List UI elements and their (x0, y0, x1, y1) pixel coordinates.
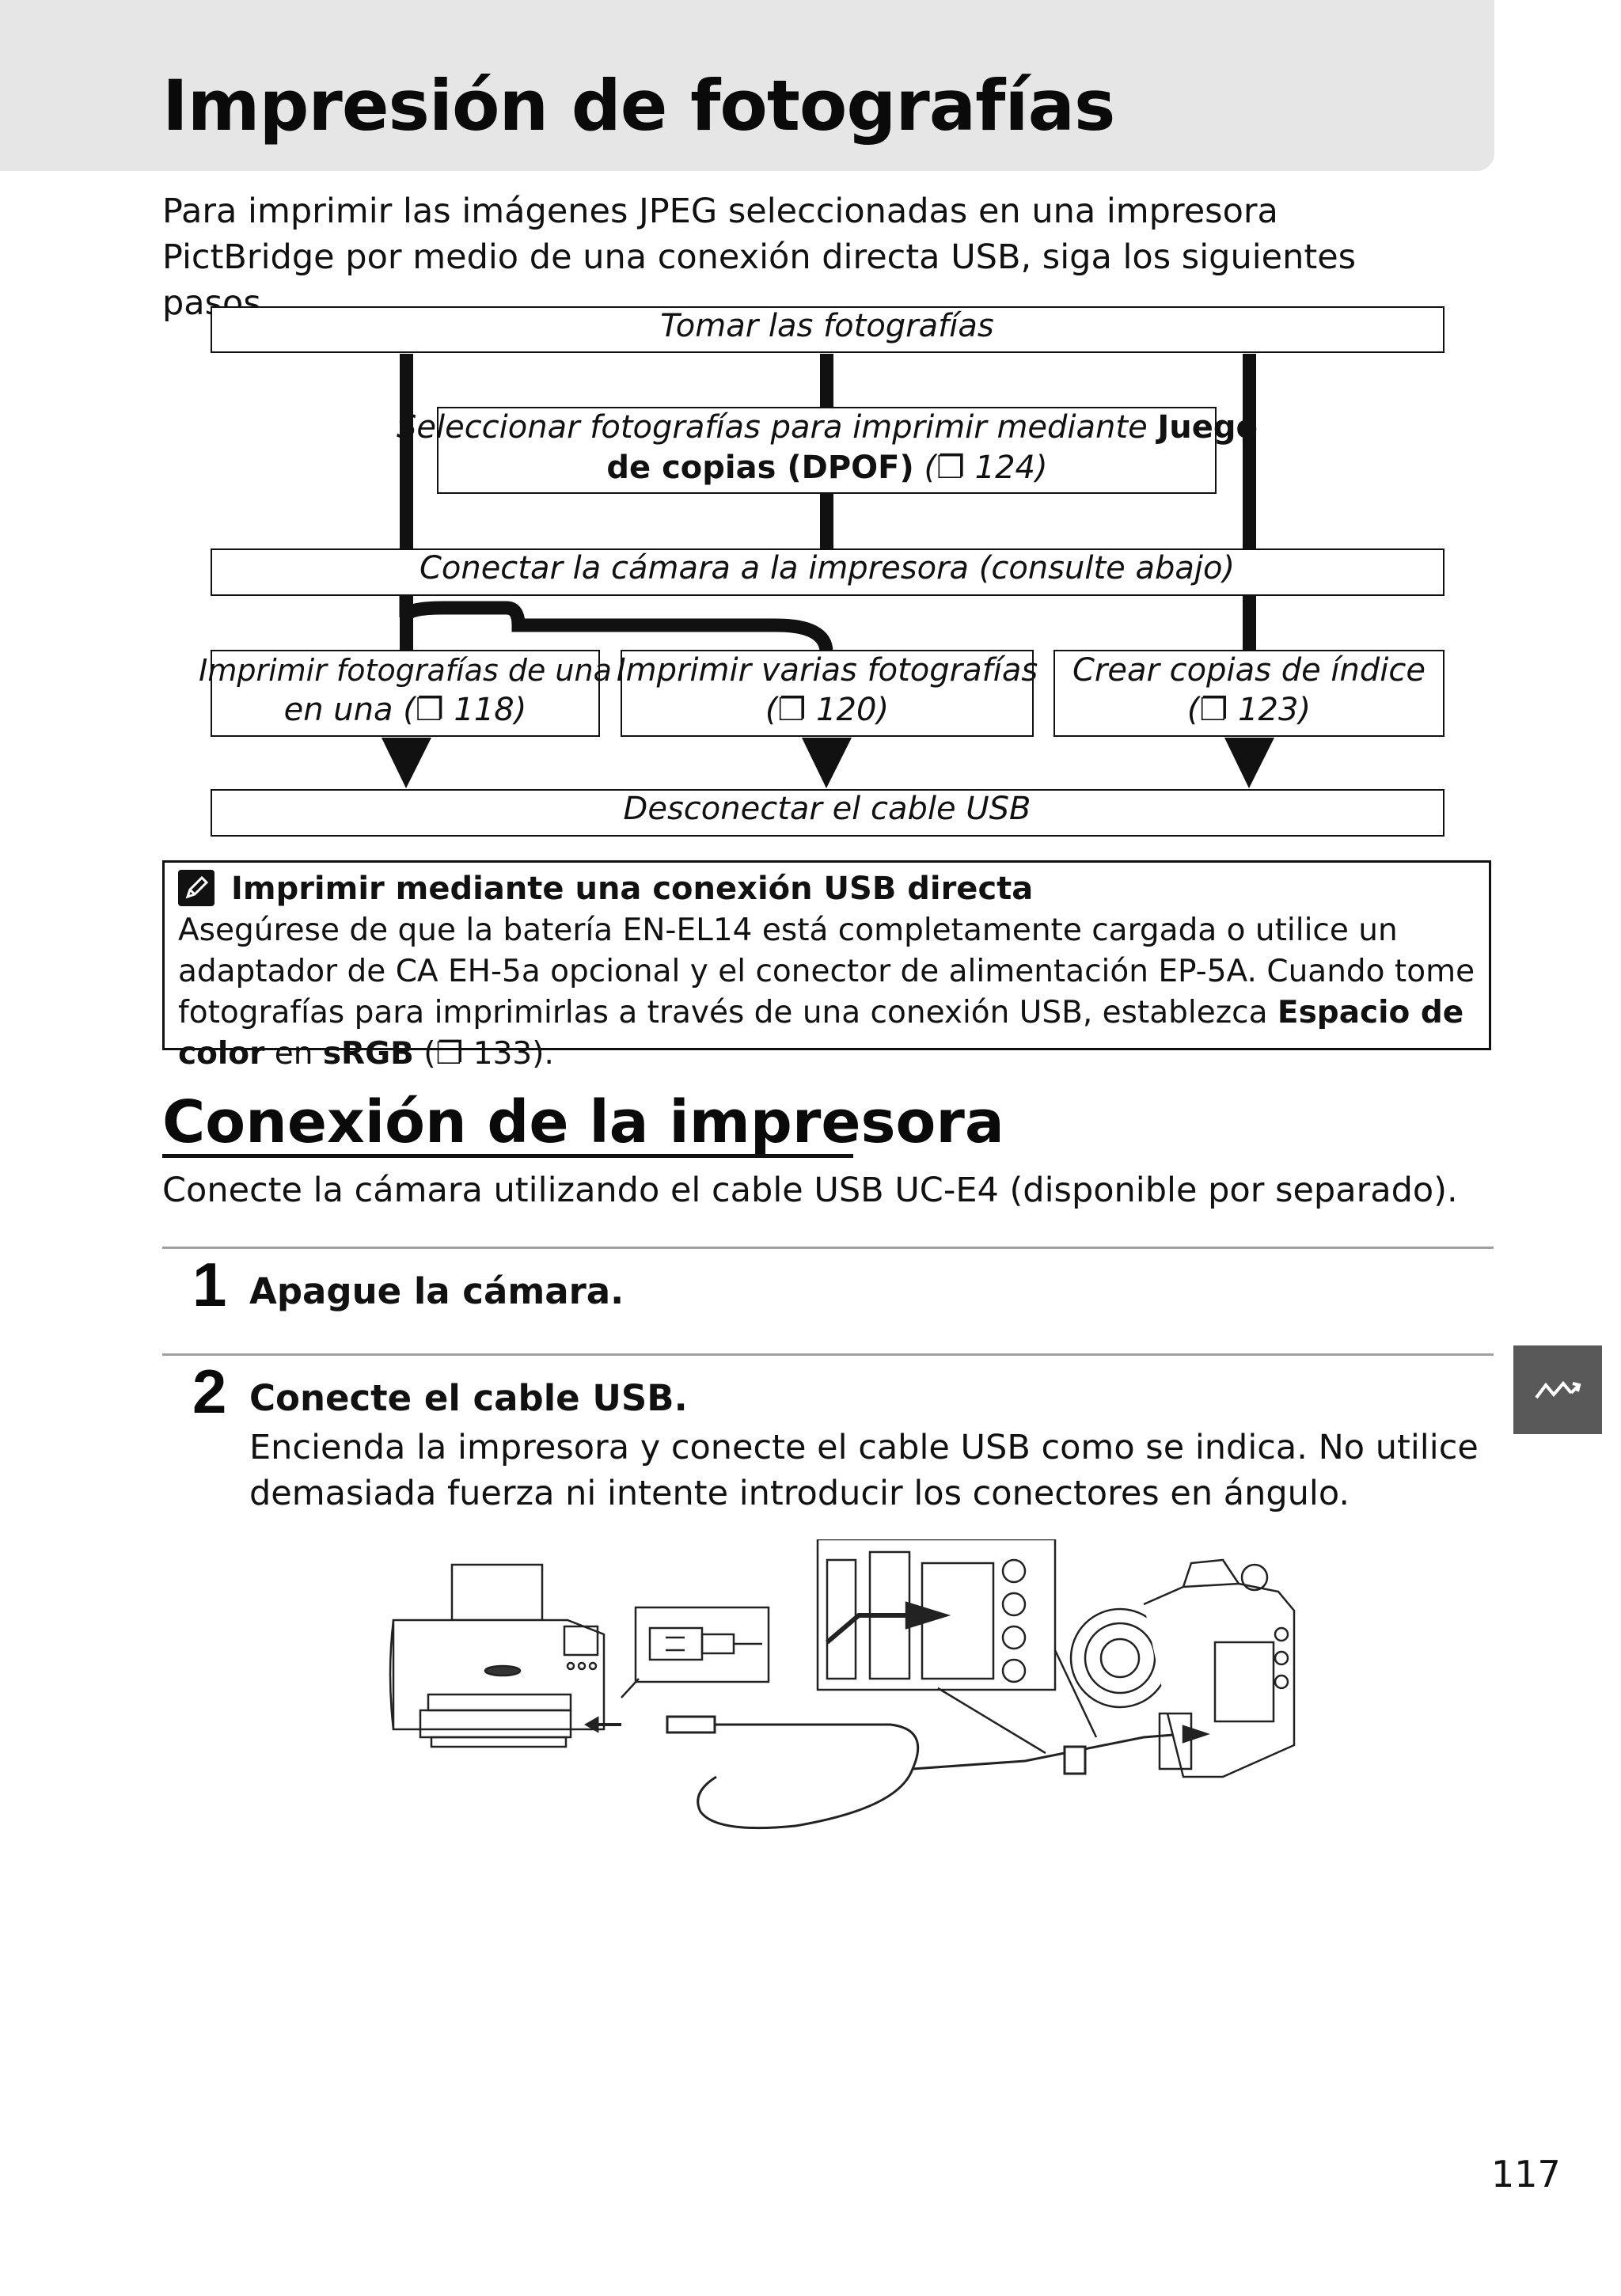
camera-image (1069, 1558, 1296, 1778)
section-intro: Conecte la cámara utilizando el cable US… (162, 1171, 1458, 1210)
label-print-one-line2: en una (❐ 118) (284, 692, 527, 728)
label-disconnect: Desconectar el cable USB (624, 791, 1031, 827)
arrow-down-right (1224, 738, 1274, 788)
label-print-multiple-line2: (❐ 120) (765, 692, 889, 728)
arrow-down-center (802, 738, 852, 788)
pencil-note-icon (178, 870, 214, 906)
flow-branch-connector (399, 595, 833, 653)
box-index-prints (1053, 650, 1444, 737)
flow-line-left-top (400, 354, 413, 549)
flow-line-right-top (1243, 354, 1256, 549)
step-divider (162, 1247, 1494, 1249)
box-print-one (211, 650, 600, 737)
note-title: Imprimir mediante una conexión USB direc… (231, 871, 1034, 907)
usb-plug-callout (621, 1606, 770, 1698)
step-title: Conecte el cable USB. (249, 1377, 688, 1419)
step-divider (162, 1353, 1494, 1356)
step-number: 2 (192, 1357, 227, 1426)
step-title: Apague la cámara. (249, 1270, 624, 1312)
usb-cable (583, 1715, 1184, 1830)
label-select-photos-line1: Seleccionar fotografías para imprimir me… (397, 409, 1258, 446)
title-band (0, 0, 1494, 171)
note-box (162, 860, 1491, 1050)
flow-line-left-mid (400, 595, 413, 652)
box-select-photos (437, 407, 1217, 494)
label-select-photos-line2: de copias (DPOF) (❐ 124) (606, 450, 1047, 486)
camera-port-callout (816, 1539, 1098, 1755)
workflow-flowchart: Tomar las fotografías Seleccionar fotogr… (199, 306, 1444, 837)
box-connect (211, 548, 1444, 596)
arrow-down-left (382, 738, 431, 788)
printer-image (389, 1563, 606, 1748)
note-body: Asegúrese de que la batería EN-EL14 está… (178, 913, 1475, 1072)
label-print-one-line1: Imprimir fotografías de una (199, 653, 612, 688)
step-number: 1 (192, 1250, 227, 1319)
page-number: 117 (1491, 2153, 1561, 2195)
connection-tab (1513, 1345, 1602, 1434)
section-heading-underline (162, 1154, 853, 1158)
label-index-line2: (❐ 123) (1187, 692, 1311, 728)
box-take-photos (211, 306, 1444, 353)
label-index-line1: Crear copias de índice (1072, 652, 1425, 689)
flow-line-right-mid (1243, 595, 1256, 652)
box-print-multiple (621, 650, 1034, 737)
section-heading: Conexión de la impresora (162, 1088, 1004, 1156)
box-disconnect (211, 789, 1444, 837)
page-title: Impresión de fotografías (162, 65, 1115, 146)
step-body: Encienda la impresora y conecte el cable… (249, 1428, 1479, 1513)
label-connect: Conectar la cámara a la impresora (consu… (419, 550, 1235, 586)
label-print-multiple-line1: Imprimir varias fotografías (617, 652, 1038, 689)
label-take-photos: Tomar las fotografías (660, 308, 993, 344)
connection-icon (1535, 1380, 1581, 1399)
usb-connection-illustration (389, 1539, 1296, 1830)
